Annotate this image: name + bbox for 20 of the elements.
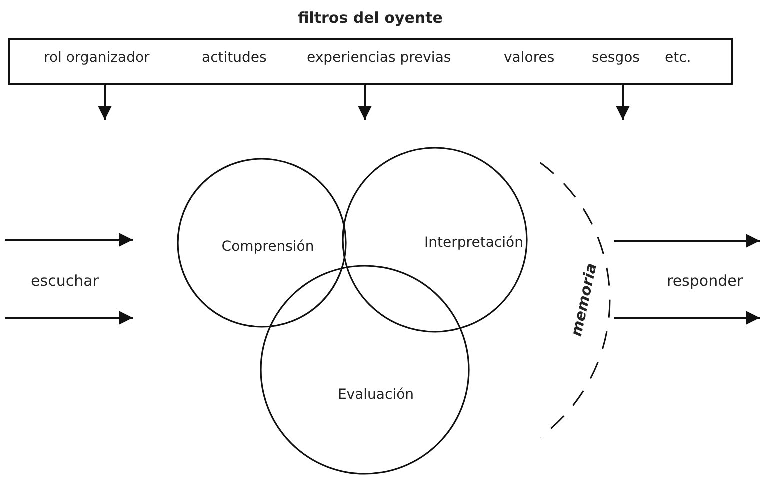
- filter-item: sesgos: [592, 50, 640, 66]
- circle-label: Comprensión: [222, 239, 314, 255]
- filter-item: experiencias previas: [307, 50, 452, 66]
- filter-item: rol organizador: [44, 50, 150, 66]
- filter-item: valores: [504, 50, 555, 66]
- heading: filtros del oyente: [298, 9, 443, 27]
- circle-label: Evaluación: [338, 387, 414, 403]
- venn-circle: [342, 147, 528, 333]
- filter-item: etc.: [665, 50, 692, 66]
- arrow: [98, 85, 112, 120]
- venn-circle: [260, 265, 470, 475]
- venn-circle: [177, 158, 347, 328]
- process-label: responder: [667, 272, 743, 290]
- arrow: [614, 311, 760, 325]
- arrow: [616, 85, 630, 120]
- arrow: [614, 234, 760, 248]
- arrow: [358, 85, 372, 120]
- filter-item: actitudes: [202, 50, 267, 66]
- circle-label: Interpretación: [424, 235, 524, 251]
- process-label: escuchar: [31, 272, 99, 290]
